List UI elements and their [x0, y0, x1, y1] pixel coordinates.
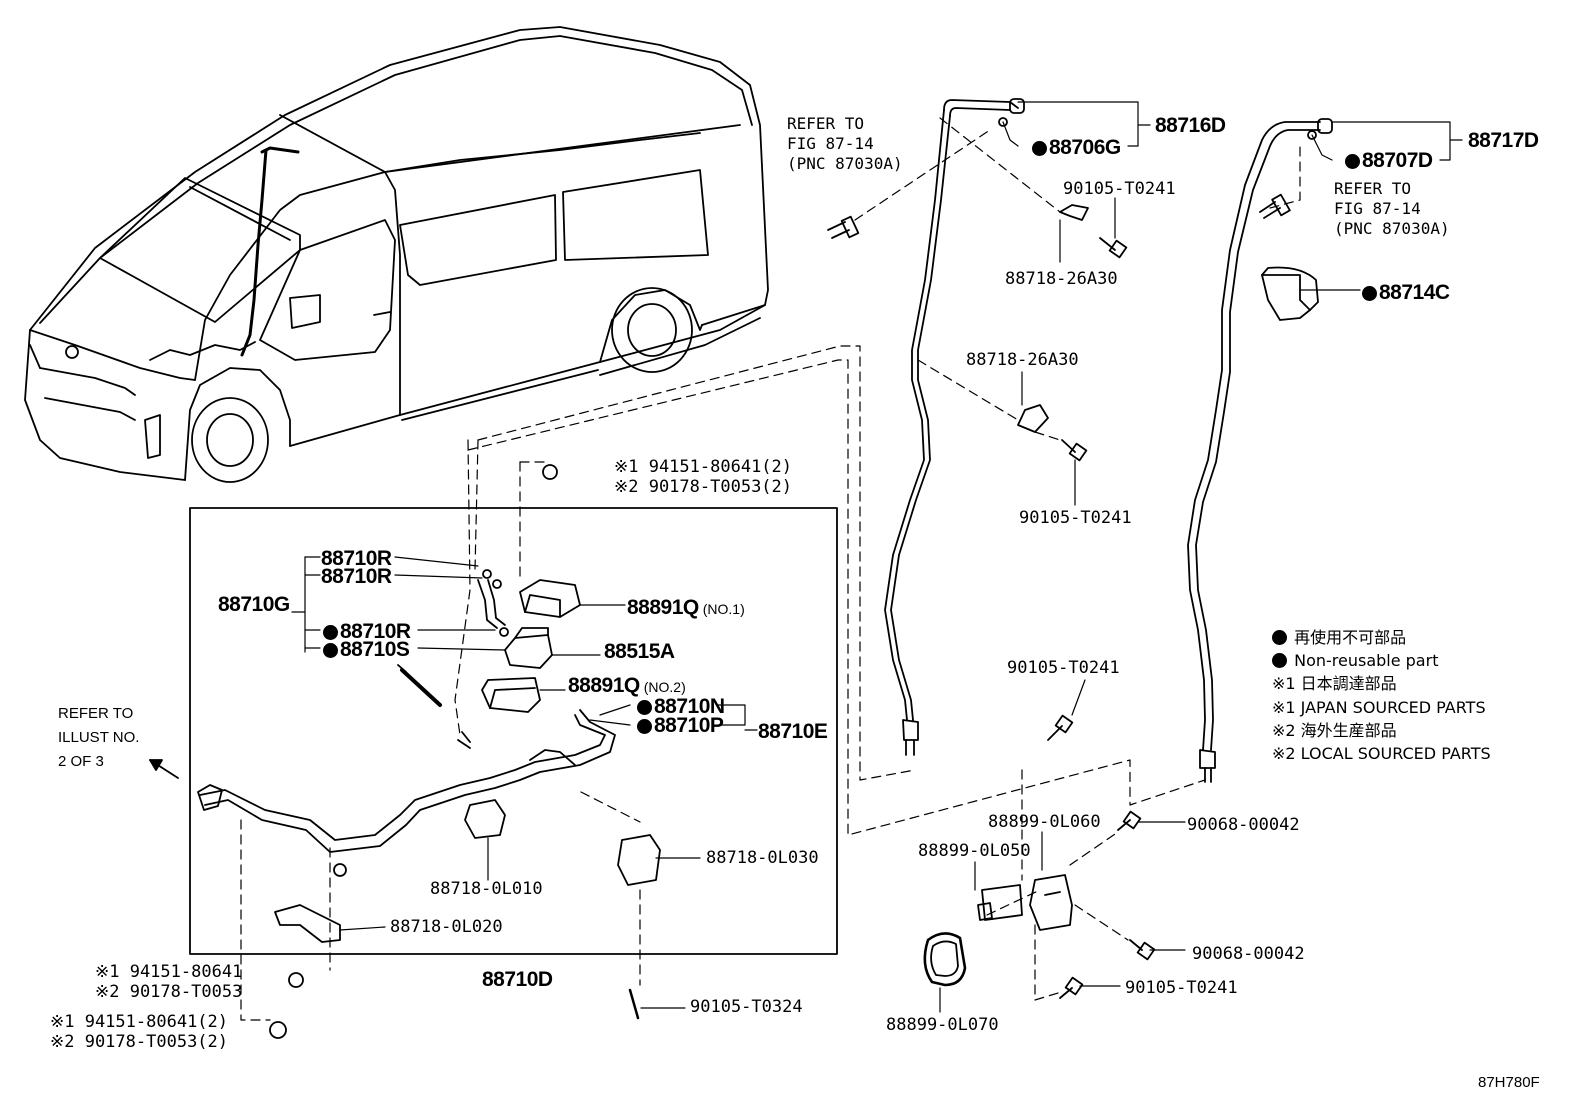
dashed-lines: [240, 117, 1301, 1021]
part-label-90105-T0324: 90105-T0324: [690, 997, 803, 1017]
non-reusable-dot-icon: [1272, 653, 1287, 669]
part-label-90105-T0241: 90105-T0241: [1019, 508, 1132, 528]
arrow-head: [149, 759, 163, 771]
pipe-clamps: [269, 464, 661, 1039]
reference-illust-2-of-3: REFER TO ILLUST NO. 2 OF 3: [58, 705, 140, 770]
van-illustration: [24, 26, 769, 483]
part-label-88718-0L020: 88718-0L020: [390, 917, 503, 937]
non-reusable-dot-icon: [1032, 141, 1047, 156]
brackets-88899: [923, 874, 1073, 987]
non-reusable-dot-icon: [323, 625, 338, 640]
assy-label-88710G: 88710G: [218, 593, 290, 616]
non-reusable-dot-icon: [1272, 630, 1287, 645]
part-label-88718-26A30: 88718-26A30: [966, 350, 1079, 370]
part-label-88718-0L030: 88718-0L030: [706, 848, 819, 868]
legend-japan-jp: ※1 日本調達部品: [1272, 674, 1397, 694]
assy-label-88717D: 88717D: [1468, 129, 1539, 152]
part-label-88710N: 88710N: [637, 696, 725, 717]
clip-88714C: [1261, 266, 1319, 321]
part-label-90068-00042: 90068-00042: [1192, 944, 1305, 964]
part-label-88899-0L050: 88899-0L050: [918, 841, 1031, 861]
assy-label-88716D: 88716D: [1155, 114, 1226, 137]
legend-local-jp: ※2 海外生産部品: [1272, 720, 1397, 740]
part-label-88710R: 88710R: [321, 565, 392, 588]
pipe-88716D: [884, 98, 1025, 756]
sub-assy-box: [189, 507, 838, 955]
leader-lines: [291, 101, 1463, 1013]
part-label-88710P: 88710P: [637, 715, 724, 736]
variant-parts-middle: ※1 94151-80641 ※2 90178-T0053: [95, 962, 243, 1003]
part-label-90105-T0241: 90105-T0241: [1063, 179, 1176, 199]
part-label-88710S: 88710S: [323, 639, 410, 660]
part-label-88891Q-no2: 88891Q (NO.2): [568, 674, 686, 697]
pump-parts: [397, 579, 581, 749]
part-label-88710R-nonreusable: 88710R: [323, 621, 411, 642]
part-label-88899-0L070: 88899-0L070: [886, 1015, 999, 1035]
part-label-90105-T0241: 90105-T0241: [1007, 658, 1120, 678]
variant-parts-top: ※1 94151-80641(2) ※2 90178-T0053(2): [614, 457, 793, 498]
part-label-88707D: 88707D: [1345, 150, 1433, 171]
non-reusable-dot-icon: [637, 700, 652, 715]
variant-parts-bottom: ※1 94151-80641(2) ※2 90178-T0053(2): [50, 1012, 229, 1053]
part-label-88899-0L060: 88899-0L060: [988, 812, 1101, 832]
assy-label-88710E: 88710E: [758, 720, 828, 743]
legend-local-en: ※2 LOCAL SOURCED PARTS: [1272, 743, 1491, 763]
part-label-88706G: 88706G: [1032, 137, 1121, 158]
legend-nonreusable-jp: 再使用不可部品: [1272, 626, 1491, 649]
non-reusable-dot-icon: [323, 643, 338, 658]
part-label-88891Q-no1: 88891Q (NO.1): [627, 596, 745, 619]
bolts-90105-T0241: [1047, 237, 1156, 999]
part-label-88718-0L010: 88718-0L010: [430, 879, 543, 899]
part-label-88714C: 88714C: [1362, 282, 1450, 303]
part-label-90105-T0241: 90105-T0241: [1125, 978, 1238, 998]
legend-nonreusable-en: Non-reusable part: [1272, 649, 1491, 672]
figure-id: 87H780F: [1478, 1074, 1540, 1091]
reference-nozzles: [827, 193, 1291, 239]
clamps-88718-26A30: [1017, 204, 1089, 433]
part-label-88718-26A30: 88718-26A30: [1005, 269, 1118, 289]
hose-88710G: [477, 569, 509, 637]
assy-label-88710D: 88710D: [482, 968, 553, 991]
pipe-88710D: [197, 709, 616, 853]
non-reusable-dot-icon: [1362, 286, 1377, 301]
non-reusable-dot-icon: [637, 719, 652, 734]
pipe-88717D: [1187, 118, 1333, 783]
non-reusable-dot-icon: [1345, 154, 1360, 169]
legend-japan-en: ※1 JAPAN SOURCED PARTS: [1272, 697, 1486, 717]
reference-fig-87-14-left: REFER TO FIG 87-14 (PNC 87030A): [787, 114, 903, 173]
legend: 再使用不可部品 Non-reusable part ※1 日本調達部品 ※1 J…: [1272, 626, 1491, 765]
reference-fig-87-14-right: REFER TO FIG 87-14 (PNC 87030A): [1334, 179, 1450, 238]
part-label-88710R: 88710R: [321, 547, 392, 570]
part-label-90068-00042: 90068-00042: [1187, 815, 1300, 835]
part-label-88515A: 88515A: [604, 640, 675, 663]
